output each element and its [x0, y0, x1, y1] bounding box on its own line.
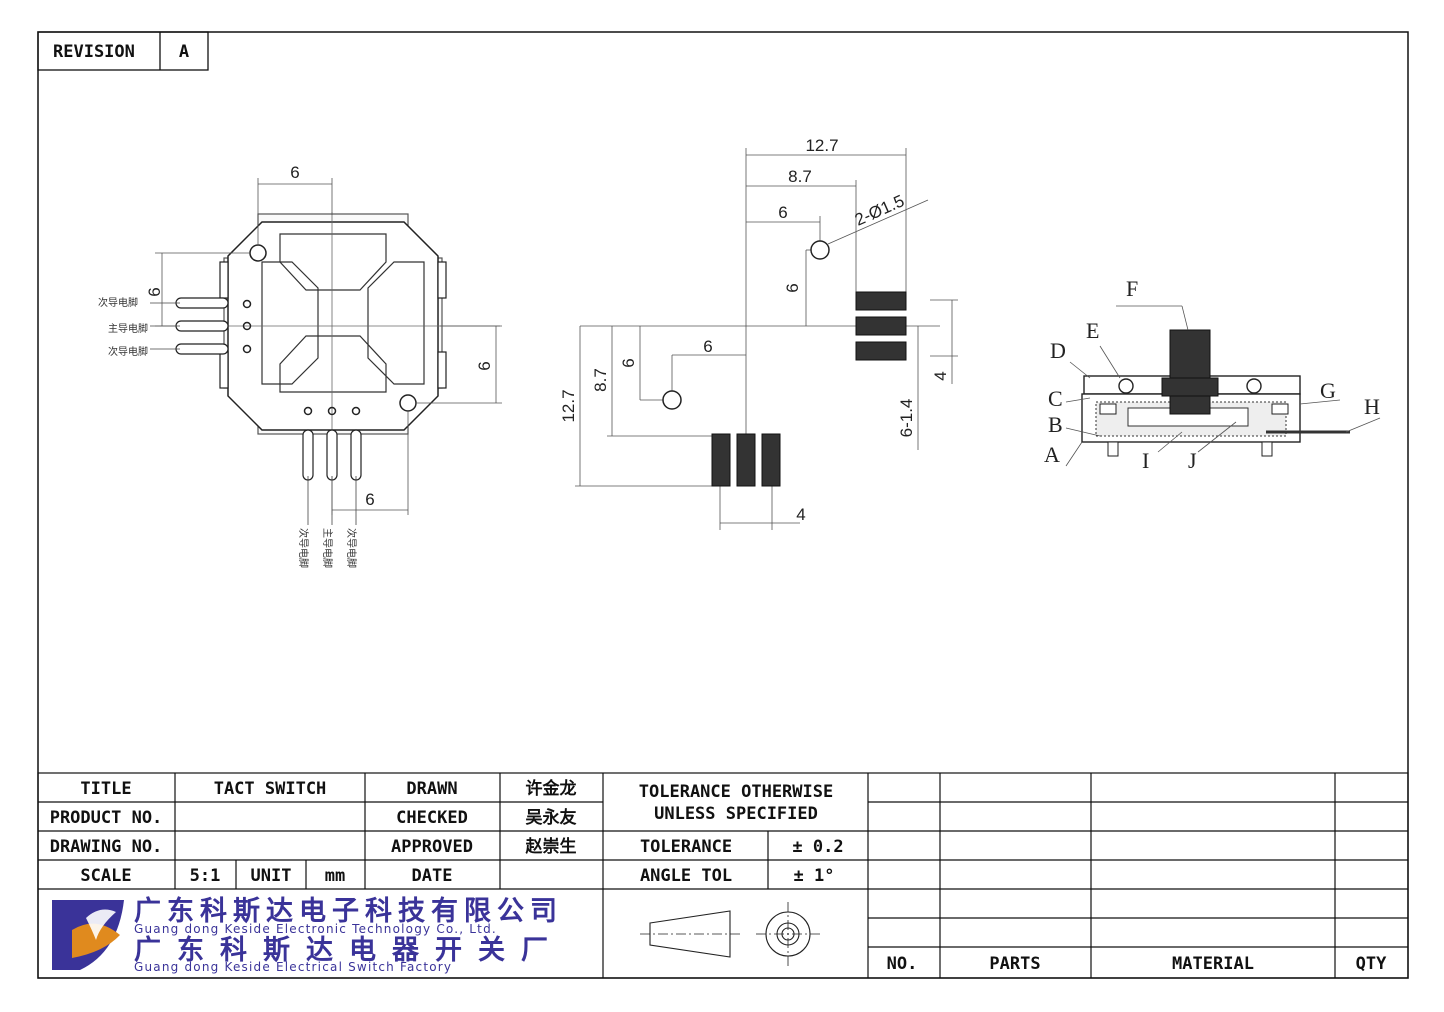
- pcb-dim-6-top: 6: [778, 203, 787, 222]
- pcb-dim-12-7-top: 12.7: [805, 136, 838, 155]
- pcb-dim-8-7-left: 8.7: [591, 368, 610, 392]
- company-name-en-2: Guang dong Keside Electrical Switch Fact…: [134, 960, 452, 974]
- date-label: DATE: [412, 866, 453, 886]
- pcb-dim-hole: 2-Ø1.5: [852, 191, 907, 230]
- section-label-j: J: [1188, 448, 1197, 473]
- parts-header-qty: QTY: [1356, 954, 1387, 974]
- drawn-label: DRAWN: [406, 779, 457, 799]
- company-name-cn-2: 广东科斯达电器开关厂: [134, 934, 564, 966]
- approved-label: APPROVED: [391, 837, 473, 857]
- section-label-i: I: [1142, 448, 1149, 473]
- unit-label: UNIT: [251, 866, 292, 886]
- angle-tol-label: ANGLE TOL: [640, 866, 732, 886]
- tolerance-note-2: UNLESS SPECIFIED: [654, 804, 818, 824]
- company-name-en-1: Guang dong Keside Electronic Technology …: [134, 922, 497, 936]
- product-no-label: PRODUCT NO.: [50, 808, 163, 828]
- company-logo: [52, 900, 124, 970]
- pin-label-bottom-2: 主导电脚: [321, 528, 334, 568]
- revision-value: A: [179, 42, 189, 62]
- pcb-dim-6-left: 6: [619, 358, 638, 367]
- pcb-dim-8-7-top: 8.7: [788, 167, 812, 186]
- pin-label-left-1: 次导电脚: [98, 296, 138, 309]
- pcb-dim-4-bottom: 4: [796, 505, 805, 524]
- company-name-cn-1: 广东科斯达电子科技有限公司: [134, 895, 563, 927]
- section-view: [1065, 305, 1381, 467]
- tolerance-value: ± 0.2: [792, 837, 843, 857]
- pcb-dim-pin: 6-1.4: [897, 399, 916, 438]
- revision-box: REVISION A: [37, 31, 209, 71]
- front-dim-bottom: 6: [365, 490, 374, 509]
- pcb-dim-6-v: 6: [783, 283, 802, 292]
- parts-header-no: NO.: [887, 954, 918, 974]
- section-label-e: E: [1086, 318, 1099, 343]
- pcb-dim-4-right: 4: [931, 371, 950, 380]
- title-label: TITLE: [80, 779, 131, 799]
- drawing-no-label: DRAWING NO.: [50, 837, 163, 857]
- front-dim-right: 6: [475, 361, 494, 370]
- pin-label-left-2: 主导电脚: [108, 322, 148, 335]
- section-label-f: F: [1126, 276, 1138, 301]
- tolerance-note-1: TOLERANCE OTHERWISE: [639, 782, 833, 802]
- pcb-dim-12-7-left: 12.7: [559, 389, 578, 422]
- section-label-a: A: [1044, 442, 1060, 467]
- drawn-value: 许金龙: [526, 778, 577, 799]
- unit-value: mm: [325, 866, 345, 886]
- pin-label-bottom-1: 次导电脚: [297, 528, 310, 568]
- front-dim-top: 6: [290, 163, 299, 182]
- pin-label-bottom-3: 次导电脚: [345, 528, 358, 568]
- title-value: TACT SWITCH: [214, 779, 327, 799]
- section-label-g: G: [1320, 378, 1336, 403]
- projection-symbol-icon: [640, 902, 822, 966]
- section-label-b: B: [1048, 412, 1063, 437]
- scale-value: 5:1: [190, 866, 221, 886]
- parts-header-parts: PARTS: [989, 954, 1040, 974]
- revision-label: REVISION: [53, 42, 135, 62]
- title-block: [37, 772, 1409, 979]
- pin-label-left-3: 次导电脚: [108, 345, 148, 358]
- pcb-layout-view: [575, 148, 958, 530]
- section-label-h: H: [1364, 394, 1380, 419]
- scale-label: SCALE: [80, 866, 131, 886]
- front-view: [150, 178, 502, 525]
- section-label-c: C: [1048, 386, 1063, 411]
- section-label-d: D: [1050, 338, 1066, 363]
- checked-label: CHECKED: [396, 808, 468, 828]
- approved-value: 赵崇生: [525, 836, 577, 857]
- front-dim-left: 6: [145, 287, 164, 296]
- checked-value: 吴永友: [526, 807, 577, 828]
- parts-header-material: MATERIAL: [1172, 954, 1254, 974]
- tolerance-label: TOLERANCE: [640, 837, 732, 857]
- pcb-dim-6-inner: 6: [703, 337, 712, 356]
- angle-tol-value: ± 1°: [794, 866, 835, 886]
